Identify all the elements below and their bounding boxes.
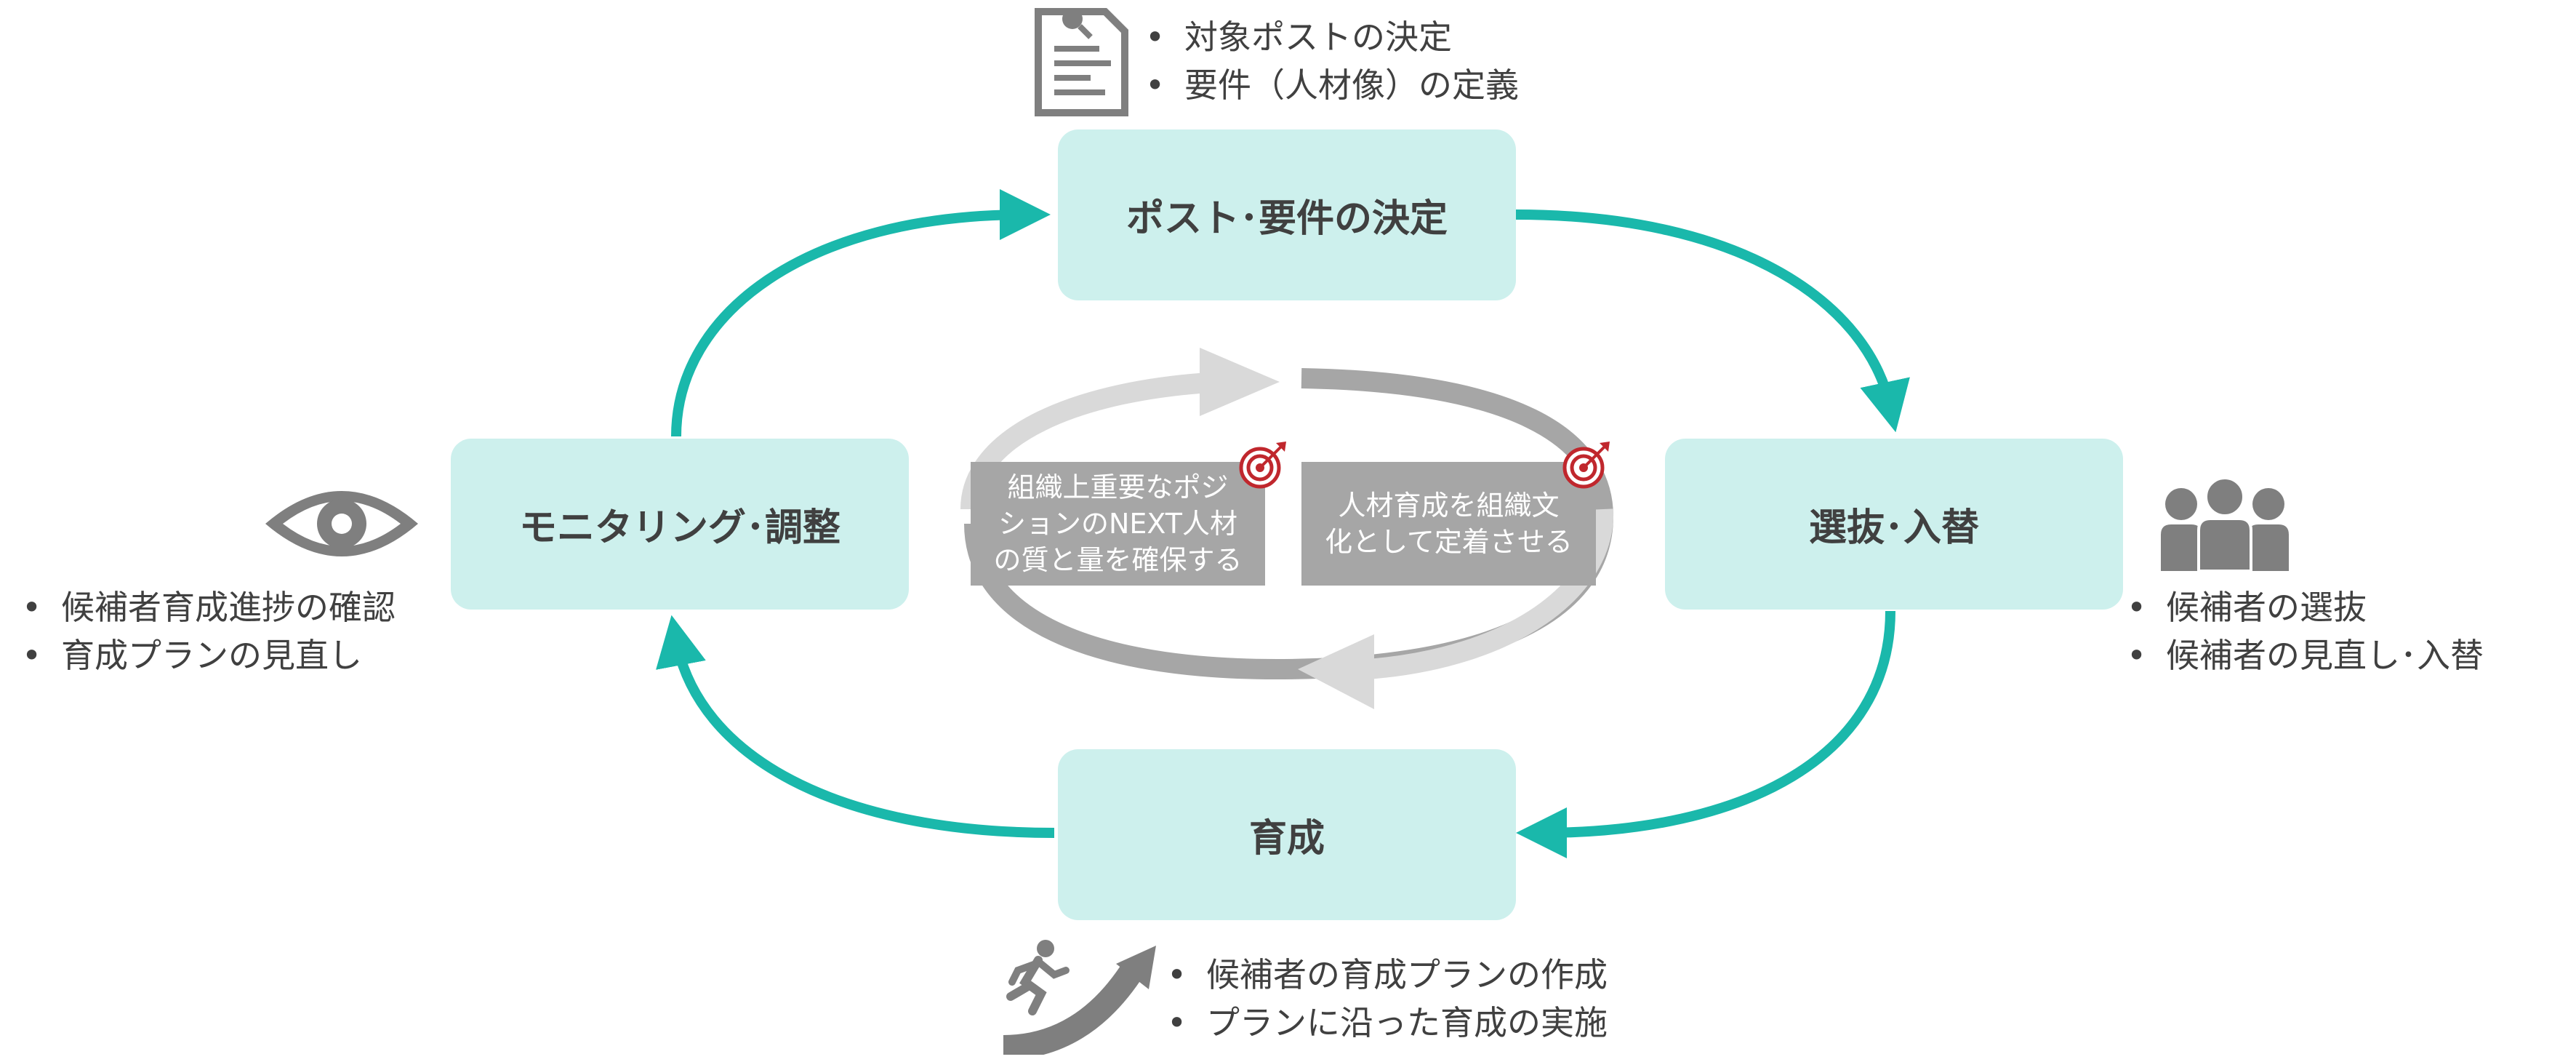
detail-item: 候補者の育成プランの作成 <box>1167 951 1608 999</box>
details-left: 候補者育成進捗の確認 育成プランの見直し <box>22 583 396 679</box>
document-search-icon <box>1035 8 1128 116</box>
goal-text-left: 組織上重要なポジ ションのNEXT人材 の質と量を確保する <box>993 471 1243 576</box>
inner-arrow-light-bottom <box>1365 508 1614 679</box>
detail-item: 育成プランの見直し <box>22 631 396 679</box>
target-icon <box>1239 442 1286 489</box>
detail-item: 要件（人材像）の定義 <box>1145 61 1519 109</box>
goal-tag-left: 組織上重要なポジ ションのNEXT人材 の質と量を確保する <box>971 462 1265 586</box>
step-label-left: モニタリング･調整 <box>518 506 840 550</box>
step-label-top: ポスト･要件の決定 <box>1126 197 1448 241</box>
goal-text-right: 人材育成を組織文 化として定着させる <box>1325 490 1573 558</box>
inner-arrowhead-bottom <box>1298 634 1374 709</box>
details-bottom: 候補者の育成プランの作成 プランに沿った育成の実施 <box>1167 951 1608 1047</box>
step-label-right: 選抜･入替 <box>1808 506 1979 550</box>
eye-icon <box>265 491 418 556</box>
inner-arrowhead-top <box>1200 348 1280 416</box>
step-box-development: 育成 <box>1058 749 1516 920</box>
details-top: 対象ポストの決定 要件（人材像）の定義 <box>1145 13 1519 109</box>
arrow-left-to-top <box>671 189 1051 437</box>
detail-item: 候補者育成進捗の確認 <box>22 583 396 631</box>
detail-item: 候補者の選抜 <box>2127 583 2484 631</box>
running-growth-icon <box>1003 940 1156 1055</box>
arrow-top-to-right <box>1515 209 1910 433</box>
goal-tag-right: 人材育成を組織文 化として定着させる <box>1301 462 1596 586</box>
arrow-right-to-bottom <box>1516 610 1895 858</box>
step-box-selection: 選抜･入替 <box>1665 439 2123 610</box>
detail-item: プランに沿った育成の実施 <box>1167 999 1608 1047</box>
detail-item: 対象ポストの決定 <box>1145 13 1519 61</box>
details-right: 候補者の選抜 候補者の見直し･入替 <box>2127 583 2484 679</box>
detail-item: 候補者の見直し･入替 <box>2127 631 2484 679</box>
step-box-monitoring: モニタリング･調整 <box>451 439 909 610</box>
step-label-bottom: 育成 <box>1248 817 1325 861</box>
people-group-icon <box>2161 476 2289 571</box>
target-icon <box>1562 442 1610 489</box>
arrow-bottom-to-left <box>656 615 1055 838</box>
step-box-post-requirements: ポスト･要件の決定 <box>1058 129 1516 300</box>
